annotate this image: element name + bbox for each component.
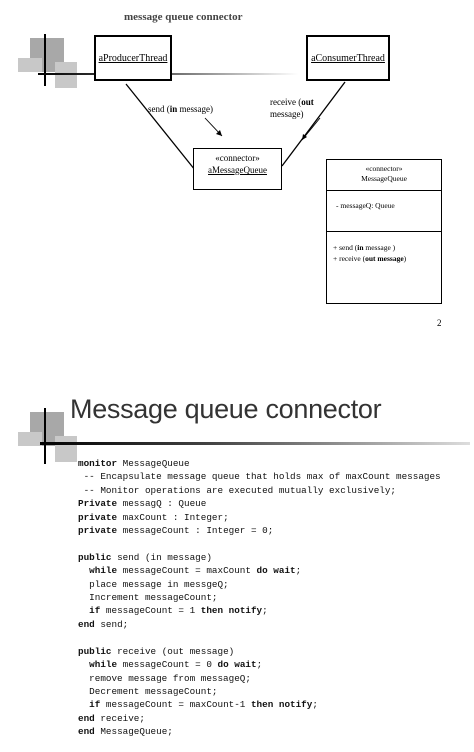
code-line: public send (in message) xyxy=(78,551,212,563)
code-line: private maxCount : Integer; xyxy=(78,511,229,523)
send-arrowhead xyxy=(216,130,222,136)
slide-diagram: message queue connector aProducerThread … xyxy=(0,0,474,340)
page-number: 2 xyxy=(437,318,442,328)
code-line: while messageCount = 0 do wait; xyxy=(78,659,263,671)
slide-title: Message queue connector xyxy=(70,394,382,424)
class-name: MessageQueue xyxy=(361,174,407,183)
code-line: Private messagQ : Queue xyxy=(78,498,207,510)
class-header: «connector» MessageQueue xyxy=(327,160,441,191)
code-line: monitor MessageQueue xyxy=(78,458,190,469)
receive-label: receive (out message) xyxy=(270,97,314,119)
code-line: Increment messageCount; xyxy=(78,592,218,604)
decor-square xyxy=(55,62,77,88)
code-line: public receive (out message) xyxy=(78,645,235,657)
code-line: -- Encapsulate message queue that holds … xyxy=(78,471,441,483)
class-operations: + send (in message ) + receive (out mess… xyxy=(327,232,441,264)
code-line: end MessageQueue; xyxy=(78,726,173,738)
code-line: place message in messgeQ; xyxy=(78,578,229,590)
class-operation-send: + send (in message ) xyxy=(333,243,396,252)
code-listing: monitor MessageQueue -- Encapsulate mess… xyxy=(78,457,441,739)
decor-square xyxy=(55,436,77,462)
code-line: -- Monitor operations are executed mutua… xyxy=(78,484,397,496)
consumer-thread-label: aConsumerThread xyxy=(311,52,385,64)
class-operation-receive: + receive (out message) xyxy=(333,254,407,263)
message-queue-connector-box: «connector» aMessageQueue xyxy=(193,148,282,190)
code-line xyxy=(78,631,441,644)
code-line: end receive; xyxy=(78,712,145,724)
decor-square xyxy=(18,432,42,446)
title-rule xyxy=(40,442,470,445)
code-line: private messageCount : Integer = 0; xyxy=(78,525,274,537)
connector-stereotype: «connector» xyxy=(215,153,260,163)
slide-title: message queue connector xyxy=(124,11,243,23)
message-queue-class-box: «connector» MessageQueue - messageQ: Que… xyxy=(326,159,442,304)
receive-arrowhead xyxy=(302,134,307,140)
code-line: if messageCount = 1 then notify; xyxy=(78,605,268,617)
code-line: while messageCount = maxCount do wait; xyxy=(78,565,302,577)
slide-code: Message queue connector monitor MessageQ… xyxy=(0,390,474,752)
consumer-thread-box: aConsumerThread xyxy=(306,35,390,81)
connector-name: aMessageQueue xyxy=(208,165,267,175)
decor-vertical-line xyxy=(44,408,46,464)
producer-thread-label: aProducerThread xyxy=(98,52,168,64)
connector-lines xyxy=(125,81,346,171)
class-stereotype: «connector» xyxy=(365,164,403,173)
decor-square xyxy=(18,58,42,72)
code-line: if messageCount = maxCount-1 then notify… xyxy=(78,699,318,711)
code-line: remove message from messageQ; xyxy=(78,672,251,684)
producer-thread-box: aProducerThread xyxy=(94,35,172,81)
code-line xyxy=(78,537,441,550)
decor-vertical-line xyxy=(44,34,46,86)
class-attributes: - messageQ: Queue xyxy=(327,191,441,232)
code-line: end send; xyxy=(78,618,129,630)
send-label: send (in message) xyxy=(148,104,214,114)
class-attribute: - messageQ: Queue xyxy=(336,201,395,210)
code-line: Decrement messageCount; xyxy=(78,685,218,697)
